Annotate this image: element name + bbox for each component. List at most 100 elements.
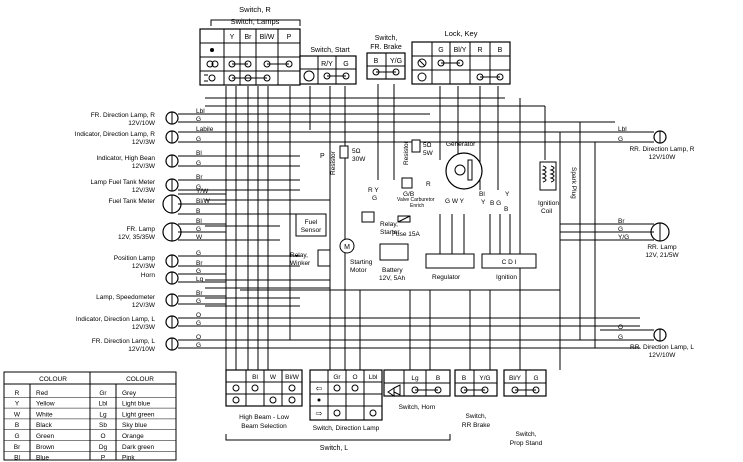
colour-table-cell: Green (36, 433, 54, 440)
left-component-rating: 12V/3W (132, 139, 156, 146)
switch-r: Switch, R (210, 5, 301, 26)
dir-h2: Lbl (369, 374, 378, 381)
ry-label: R Y (368, 187, 379, 194)
colour-table-cell: Brown (36, 444, 55, 451)
colour-table-cell: Yellow (36, 401, 55, 408)
colour-table-cell: Red (36, 390, 48, 397)
switch-lamps-h1: Br (245, 34, 253, 41)
dir-label: Switch, Direction Lamp (313, 425, 380, 432)
horn-h0: Lg (411, 375, 419, 382)
colour-table-cell: R (15, 390, 20, 397)
wire-label: Br (196, 260, 203, 267)
lock-key-h0: G (438, 47, 443, 54)
motor-symbol: M (344, 244, 350, 251)
generator-label: Generator (446, 141, 476, 148)
fuel-sensor: Fuel Sensor (295, 213, 327, 237)
switch-start: Switch, Start R/Y G (299, 47, 357, 85)
wire-label: Bl (196, 150, 202, 157)
right-component-rating: 12V/10W (649, 154, 677, 161)
left-component-rating: 12V/3W (132, 324, 156, 331)
colour-header-right: COLOUR (126, 376, 154, 383)
right-component-label: RR. Direction Lamp, R (629, 146, 694, 153)
valve-box (401, 177, 413, 189)
colour-table-cell: Y (15, 401, 20, 408)
off-icon (417, 58, 427, 68)
relay-winker: Relay, Winker (290, 249, 331, 267)
left-component-label: FR. Direction Lamp, R (91, 112, 156, 119)
left-component-label: Indicator, Direction Lamp, R (75, 131, 156, 138)
switch-lamps: Switch, Lamps Y Br Bl/W P (199, 17, 301, 86)
right-component-rating: 12V/10W (649, 352, 677, 359)
ignition-coil-l1: Ignition (538, 200, 559, 207)
gwy-label: G W Y (445, 198, 465, 205)
colour-table-cell: Pink (122, 455, 135, 462)
colour-table-cell: Dark green (122, 444, 155, 451)
relay-winker-l1: Relay, (290, 252, 308, 259)
left-component-rating: 12V/10W (128, 120, 156, 127)
valve-label-2: Enrich (410, 203, 424, 209)
wire-label: O (196, 312, 201, 319)
right-component-rating: 12V, 21/5W (645, 252, 679, 259)
resistor-right-label: Resistor (403, 140, 410, 165)
spark-plug-label: Spark Plug (570, 167, 577, 199)
switch-l: Switch, L (225, 434, 451, 452)
high-beam-icon (232, 384, 240, 392)
left-component-rating: 12V/3W (132, 163, 156, 170)
lock-key-h2: R (477, 47, 482, 54)
ignition-coil-l2: Coil (541, 208, 553, 215)
colour-table-cell: Light green (122, 411, 155, 418)
rrb-h0: B (462, 375, 466, 382)
left-component-rating: 12V/3W (132, 263, 156, 270)
resistor-left-watts: 30W (352, 156, 366, 163)
colour-table-cell: P (101, 455, 105, 462)
relay-starter: Relay, Starter (361, 211, 400, 236)
hb-h1: W (270, 374, 277, 381)
switch-lamps-h2: Bl/W (260, 34, 275, 41)
battery-l1: Battery (382, 267, 403, 274)
colour-table-cell: Dg (99, 444, 108, 451)
rrb-label-2: RR Brake (462, 422, 491, 429)
resistor-30w: P Resistor 5Ω 30W (320, 145, 366, 175)
wire-label: Bl (196, 218, 202, 225)
battery: Battery 12V, 5Ah (379, 243, 409, 282)
colour-table-cell: Black (36, 422, 53, 429)
hb-label-1: High Beam - Low (239, 414, 289, 421)
wire-label: G (196, 342, 201, 349)
fuel-sensor-l1: Fuel (305, 219, 318, 226)
cdi-unit: C D I Ignition (481, 214, 537, 281)
relay-starter-l1: Relay, (380, 221, 398, 228)
generator: Generator G W Y R (426, 141, 483, 205)
parking-lamp-icon (206, 60, 219, 68)
switch-lamps-title: Switch, Lamps (231, 17, 280, 26)
colour-table-cell: W (14, 411, 21, 418)
starter-icon (303, 70, 315, 82)
resistor-right-value: 5Ω (423, 142, 432, 149)
starting-motor: M Starting Motor (339, 238, 373, 274)
wire-label: B (196, 208, 200, 215)
switch-fr-brake: Switch, FR. Brake B Y/G (366, 35, 406, 80)
left-component-label: Horn (141, 272, 155, 279)
dot-icon (210, 48, 214, 52)
wire-label: Br (196, 174, 203, 181)
bg-label: B G (490, 200, 501, 207)
switch-start-h1: G (343, 61, 348, 68)
relay-starter-l2: Starter (380, 229, 400, 236)
prop-label-1: Switch, (516, 431, 537, 438)
wire-label: Labile (196, 126, 214, 133)
y-label: Y (481, 199, 486, 206)
wire-label: W (196, 234, 203, 241)
g-label: G (372, 195, 377, 202)
prop-h1: G (533, 375, 538, 382)
left-component-label: Lamp Fuel Tank Meter (90, 179, 155, 186)
colour-table-cell: Lg (99, 411, 107, 418)
lock-key-title: Lock, Key (445, 29, 478, 38)
